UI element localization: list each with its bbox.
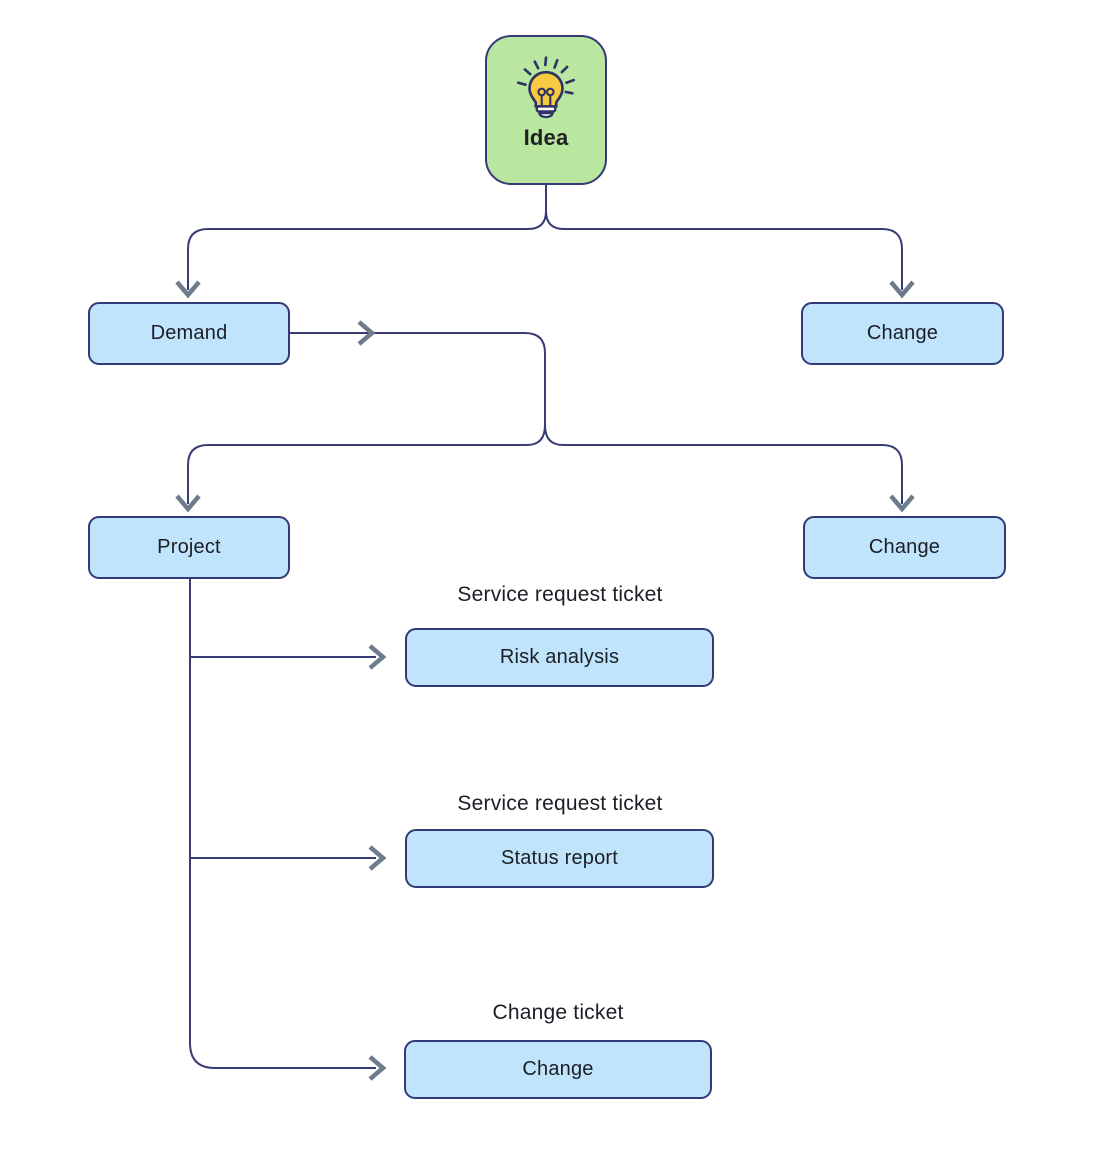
node-change-top[interactable]: Change: [801, 302, 1004, 365]
connector-junction-project: [187, 424, 546, 504]
node-change-bottom[interactable]: Change: [404, 1040, 712, 1099]
arrowhead-right-demand-junction: [357, 320, 376, 346]
arrowhead-down-change-top: [889, 280, 915, 299]
connector-demand-junction: [290, 332, 546, 425]
node-change-bottom-label: Change: [522, 1058, 594, 1080]
connector-project-status: [189, 657, 376, 859]
node-demand-label: Demand: [150, 322, 228, 344]
node-status-report-label: Status report: [500, 847, 619, 869]
caption-service-request-ticket-1: Service request ticket: [457, 583, 663, 606]
connector-junction-change-mid: [544, 424, 903, 504]
node-risk-analysis-label: Risk analysis: [499, 646, 620, 668]
connector-idea-demand: [187, 185, 547, 290]
connector-project-change-bottom: [189, 858, 376, 1069]
arrowhead-down-change-mid: [889, 494, 915, 513]
arrowhead-down-project: [175, 494, 201, 513]
arrowhead-right-risk: [368, 644, 387, 670]
connector-idea-change-top: [545, 185, 903, 290]
node-project[interactable]: Project: [88, 516, 290, 579]
node-change-mid[interactable]: Change: [803, 516, 1006, 579]
arrowhead-right-status: [368, 845, 387, 871]
node-project-label: Project: [157, 536, 221, 558]
node-change-mid-label: Change: [868, 536, 941, 558]
node-change-top-label: Change: [866, 322, 939, 344]
caption-service-request-ticket-2: Service request ticket: [457, 792, 663, 815]
node-status-report[interactable]: Status report: [405, 829, 714, 888]
arrowhead-right-change-bottom: [368, 1055, 387, 1081]
node-demand[interactable]: Demand: [88, 302, 290, 365]
connector-project-risk: [189, 579, 376, 658]
arrowhead-down-demand: [175, 280, 201, 299]
node-risk-analysis[interactable]: Risk analysis: [405, 628, 714, 687]
lightbulb-icon: [516, 56, 576, 119]
node-idea[interactable]: Idea: [485, 35, 607, 185]
node-idea-label: Idea: [523, 125, 569, 150]
caption-change-ticket: Change ticket: [492, 1001, 624, 1024]
